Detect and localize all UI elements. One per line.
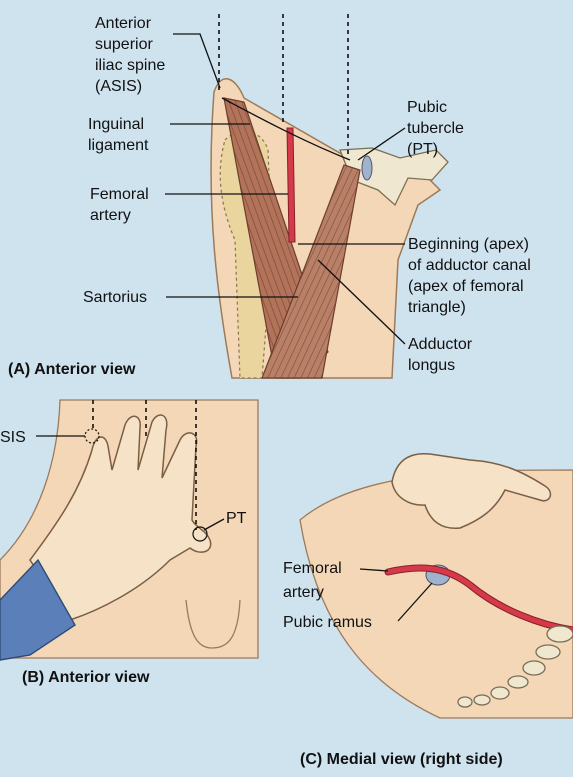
label-pt-b: PT xyxy=(226,510,247,527)
label-inguinal-ligament: Inguinal ligament xyxy=(88,116,149,154)
label-sis: SIS xyxy=(0,429,26,446)
pubic-symphysis xyxy=(362,156,372,180)
label-adductor-longus: Adductor longus xyxy=(408,336,477,374)
label-adductor-canal: Beginning (apex) of adductor canal (apex… xyxy=(408,236,535,316)
label-asis: Anterior superior iliac spine (ASIS) xyxy=(95,15,170,95)
label-sartorius: Sartorius xyxy=(83,289,147,306)
panel-a: Anterior superior iliac spine (ASIS) Ing… xyxy=(8,14,535,378)
label-pubic-ramus: Pubic ramus xyxy=(283,614,372,631)
caption-panel-a: (A) Anterior view xyxy=(8,361,136,378)
caption-panel-c: (C) Medial view (right side) xyxy=(300,751,503,768)
label-pubic-tubercle: Pubic tubercle (PT) xyxy=(407,99,468,158)
label-femoral-artery-a: Femoral artery xyxy=(90,186,153,224)
caption-panel-b: (B) Anterior view xyxy=(22,669,150,686)
femoral-artery-a xyxy=(287,128,295,242)
leader-asis xyxy=(173,34,220,88)
panel-c: Femoral artery Pubic ramus (C) Medial vi… xyxy=(283,454,573,768)
panel-b: SIS PT (B) Anterior view xyxy=(0,400,258,686)
